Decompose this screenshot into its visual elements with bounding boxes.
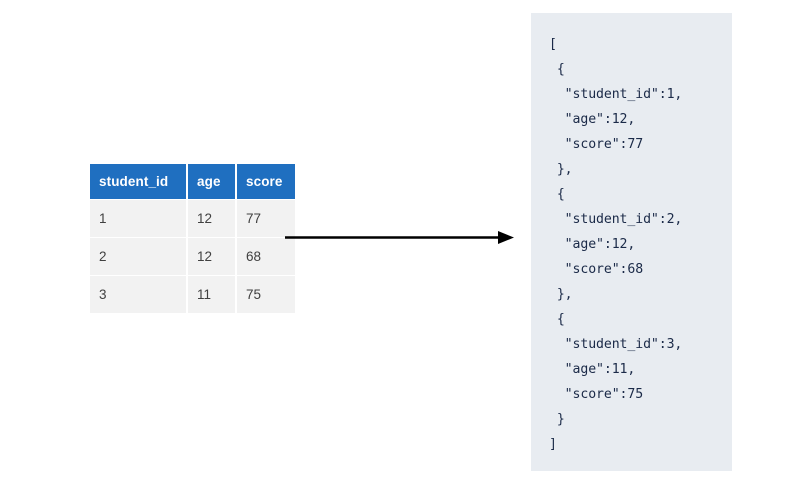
table-row: 1 12 77 [90, 200, 295, 237]
arrow-right-icon [285, 231, 514, 244]
json-output-panel: [ { "student_id":1, "age":12, "score":77… [531, 13, 732, 471]
cell-score: 68 [237, 238, 295, 275]
column-header-age: age [188, 164, 235, 199]
column-header-score: score [237, 164, 295, 199]
cell-age: 12 [188, 200, 235, 237]
cell-age: 12 [188, 238, 235, 275]
cell-age: 11 [188, 276, 235, 313]
table-row: 3 11 75 [90, 276, 295, 313]
source-data-table: student_id age score 1 12 77 2 12 68 3 1… [88, 163, 297, 314]
table-header-row: student_id age score [90, 164, 295, 199]
cell-score: 75 [237, 276, 295, 313]
cell-student-id: 1 [90, 200, 186, 237]
cell-score: 77 [237, 200, 295, 237]
json-output-text: [ { "student_id":1, "age":12, "score":77… [549, 37, 683, 452]
cell-student-id: 3 [90, 276, 186, 313]
column-header-student-id: student_id [90, 164, 186, 199]
table-header: student_id age score [90, 164, 295, 199]
table-row: 2 12 68 [90, 238, 295, 275]
cell-student-id: 2 [90, 238, 186, 275]
table-body: 1 12 77 2 12 68 3 11 75 [90, 200, 295, 313]
